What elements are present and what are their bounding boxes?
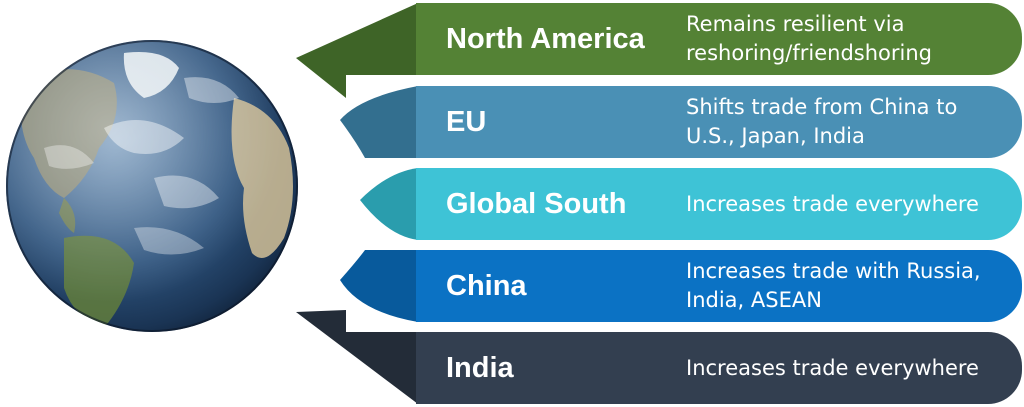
fan-india	[296, 310, 418, 404]
region-label-eu: EU	[446, 105, 487, 138]
region-label-china: China	[446, 269, 527, 302]
description-north-america: Remains resilient via reshoring/friendsh…	[686, 12, 933, 65]
row-eu: EU Shifts trade from China to U.S., Japa…	[416, 86, 1022, 158]
fan-eu	[340, 86, 418, 158]
region-label-north-america: North America	[446, 22, 645, 55]
region-label-india: India	[446, 351, 514, 384]
earth-globe-icon	[6, 40, 298, 332]
row-global-south: Global South Increases trade everywhere	[416, 168, 1022, 240]
description-eu: Shifts trade from China to U.S., Japan, …	[686, 95, 958, 148]
fan-china	[340, 250, 418, 322]
description-india: Increases trade everywhere	[686, 355, 979, 380]
description-china: Increases trade with Russia, India, ASEA…	[686, 259, 981, 312]
row-india: India Increases trade everywhere	[416, 332, 1022, 404]
fan-global-south	[360, 168, 418, 240]
fan-north-america	[296, 3, 418, 98]
region-label-global-south: Global South	[446, 187, 627, 220]
row-china: China Increases trade with Russia, India…	[416, 250, 1022, 322]
description-global-south: Increases trade everywhere	[686, 191, 979, 216]
row-north-america: North America Remains resilient via resh…	[416, 3, 1022, 75]
